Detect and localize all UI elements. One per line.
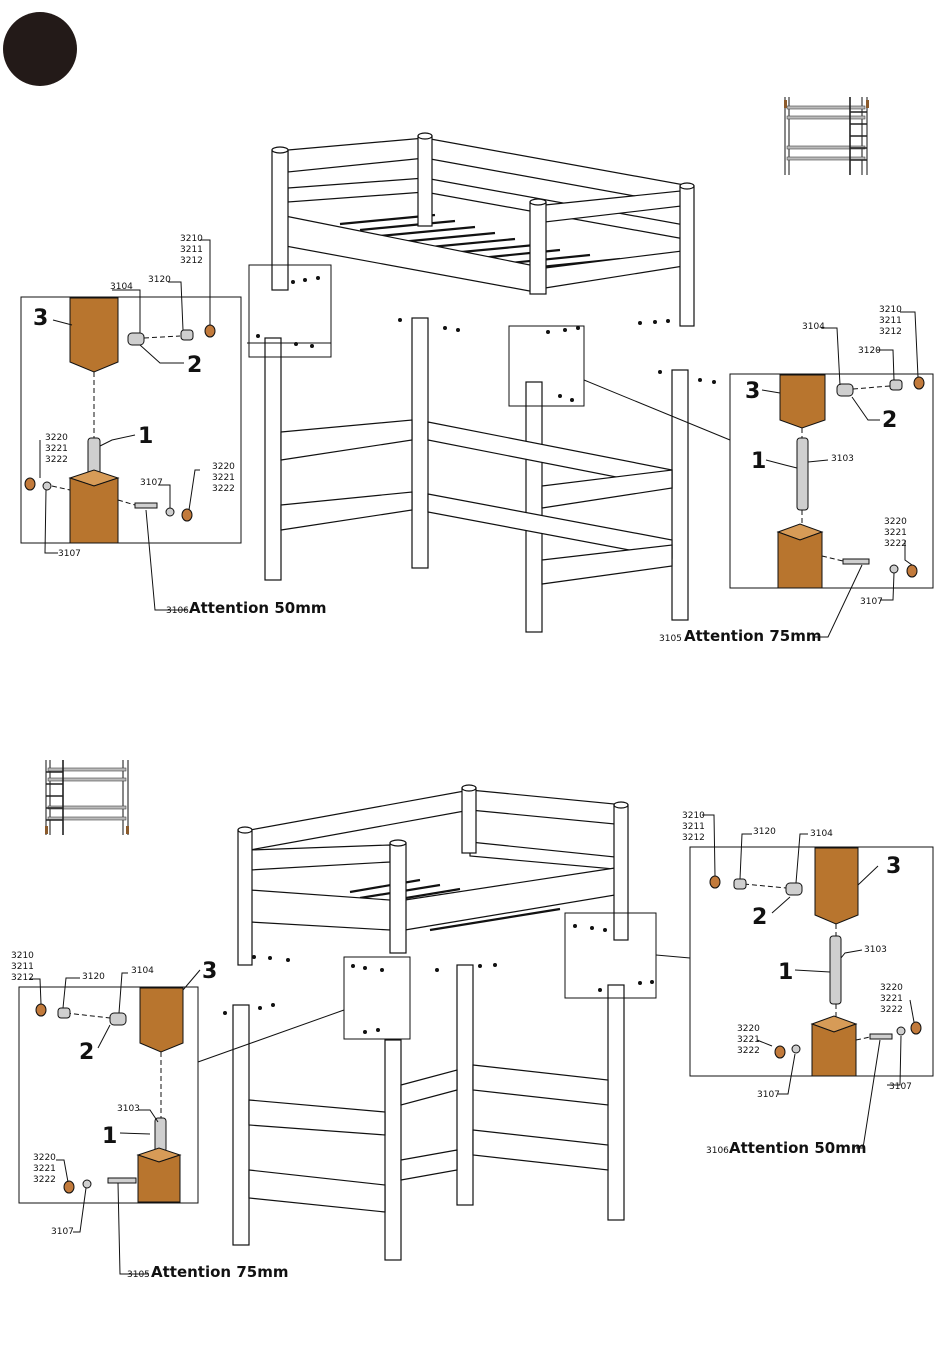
detail-panel-top-left [20, 239, 242, 611]
part-3210: 3210 [879, 305, 902, 315]
wood-post-lower [777, 531, 823, 589]
label-1: 1 [751, 449, 766, 474]
bed-frame-bottom [197, 784, 691, 1261]
part-3211: 3211 [682, 822, 705, 832]
bed-frame-top [247, 132, 731, 633]
label-2: 2 [79, 1040, 94, 1065]
part-3103: 3103 [864, 945, 887, 955]
part-3220: 3220 [884, 517, 907, 527]
label-1: 1 [138, 424, 153, 449]
bed-thumbnail-icon-bottom [45, 760, 129, 835]
part-3103: 3103 [117, 1104, 140, 1114]
part-3222: 3222 [33, 1175, 56, 1185]
part-3107: 3107 [58, 549, 81, 559]
part-3120: 3120 [753, 827, 776, 837]
label-1: 1 [778, 960, 793, 985]
part-3210: 3210 [11, 951, 34, 961]
part-3212: 3212 [879, 327, 902, 337]
part-3221: 3221 [737, 1035, 760, 1045]
part-3222: 3222 [880, 1005, 903, 1015]
wood-post-upper [779, 374, 826, 429]
part-3221: 3221 [884, 528, 907, 538]
part-3120: 3120 [148, 275, 171, 285]
attention-note: Attention 75mm [684, 627, 821, 645]
part-3210: 3210 [682, 811, 705, 821]
part-3222: 3222 [212, 484, 235, 494]
bolt-code: 3105 [659, 634, 682, 644]
part-3120: 3120 [858, 346, 881, 356]
part-3220: 3220 [33, 1153, 56, 1163]
part-3222: 3222 [737, 1046, 760, 1056]
part-3222: 3222 [45, 455, 68, 465]
connector-3104 [109, 1012, 127, 1026]
label-2: 2 [752, 905, 767, 930]
label-3: 3 [33, 306, 48, 331]
bolt-code: 3106 [706, 1146, 729, 1156]
part-3104: 3104 [810, 829, 833, 839]
connector-3104 [785, 882, 803, 896]
connector-3104 [836, 383, 854, 397]
label-3: 3 [886, 854, 901, 879]
part-3107: 3107 [757, 1090, 780, 1100]
attention-note: Attention 50mm [729, 1139, 866, 1157]
part-3107: 3107 [860, 597, 883, 607]
part-3104: 3104 [802, 322, 825, 332]
part-3212: 3212 [180, 256, 203, 266]
part-3221: 3221 [45, 444, 68, 454]
label-2: 2 [882, 408, 897, 433]
pin-3103 [829, 935, 842, 1005]
pin-3103 [796, 437, 809, 511]
pin-3103 [154, 1117, 167, 1153]
wood-post-upper [69, 297, 119, 373]
label-3: 3 [745, 379, 760, 404]
part-3212: 3212 [11, 973, 34, 983]
part-3104: 3104 [110, 282, 133, 292]
label-1: 1 [102, 1124, 117, 1149]
part-3220: 3220 [212, 462, 235, 472]
part-3211: 3211 [879, 316, 902, 326]
part-3212: 3212 [682, 833, 705, 843]
detail-panel-bottom-left [18, 969, 201, 1275]
wood-post-lower [811, 1023, 857, 1077]
label-2: 2 [187, 353, 202, 378]
part-3221: 3221 [33, 1164, 56, 1174]
part-3220: 3220 [45, 433, 68, 443]
step-marker-icon [3, 12, 77, 86]
part-3220: 3220 [737, 1024, 760, 1034]
label-3: 3 [202, 959, 217, 984]
wood-post-lower [69, 477, 119, 544]
part-3103: 3103 [831, 454, 854, 464]
detail-panel-bottom-right [689, 814, 934, 1149]
insert-3120 [180, 329, 194, 341]
cap-3210 [204, 324, 216, 338]
bolt-code: 3106 [166, 606, 189, 616]
connector-3104 [127, 332, 145, 346]
part-3221: 3221 [212, 473, 235, 483]
attention-note: Attention 50mm [189, 599, 326, 617]
part-3211: 3211 [180, 245, 203, 255]
detail-panel-top-right [729, 311, 934, 638]
part-3104: 3104 [131, 966, 154, 976]
wood-post-lower [137, 1154, 181, 1203]
part-3107: 3107 [51, 1227, 74, 1237]
part-3107: 3107 [140, 478, 163, 488]
bed-thumbnail-icon-top [783, 97, 869, 175]
part-3211: 3211 [11, 962, 34, 972]
part-3222: 3222 [884, 539, 907, 549]
wood-post-upper [139, 987, 184, 1053]
part-3210: 3210 [180, 234, 203, 244]
part-3120: 3120 [82, 972, 105, 982]
part-3220: 3220 [880, 983, 903, 993]
attention-note: Attention 75mm [151, 1263, 288, 1281]
bolt-code: 3105 [127, 1270, 150, 1280]
wood-post-upper [814, 847, 859, 925]
part-3221: 3221 [880, 994, 903, 1004]
part-3107: 3107 [889, 1082, 912, 1092]
